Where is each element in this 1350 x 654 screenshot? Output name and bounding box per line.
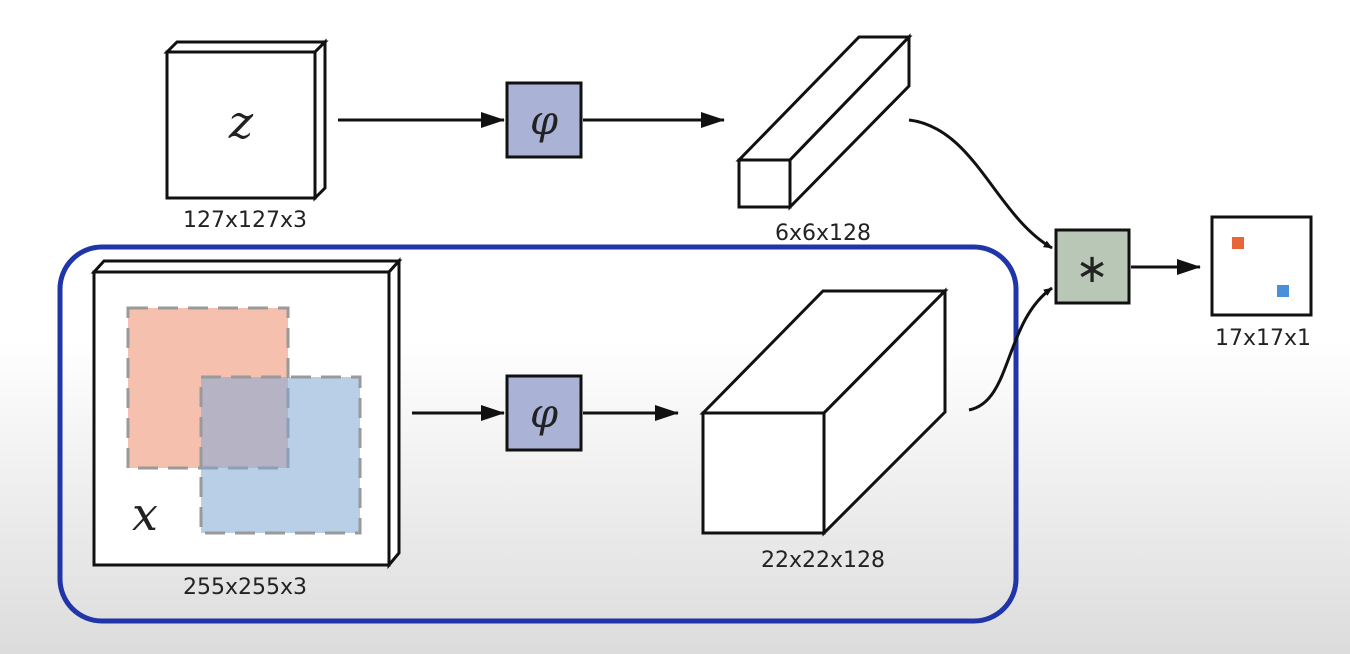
exemplar-feature-map: [735, 33, 913, 211]
exemplar-dims: 127x127x3: [183, 208, 307, 233]
exemplar-symbol: z: [228, 95, 254, 149]
candidate-region-blue: [199, 375, 362, 535]
curve-exemplar-to-correlation: [908, 118, 1053, 250]
correlation-symbol: ∗: [1075, 246, 1109, 292]
search-symbol: x: [132, 487, 158, 541]
embedding-op-bottom: φ: [505, 374, 583, 452]
search-dims: 255x255x3: [183, 575, 307, 600]
search-feature-map: [699, 287, 949, 537]
score-point-red: [1232, 237, 1244, 249]
score-map-dims: 17x17x1: [1215, 326, 1311, 351]
exemplar-features-dims: 6x6x128: [775, 221, 871, 246]
embedding-symbol-bottom: φ: [530, 391, 558, 437]
curve-search-to-correlation: [968, 286, 1053, 412]
embedding-op-top: φ: [505, 81, 583, 159]
embedding-symbol-top: φ: [530, 98, 558, 144]
search-image: x: [90, 257, 403, 570]
search-branch-highlight: [57, 244, 1019, 624]
search-features-dims: 22x22x128: [761, 548, 885, 573]
exemplar-image: z: [163, 38, 329, 202]
score-map: [1210, 215, 1313, 317]
score-point-blue: [1277, 285, 1289, 297]
correlation-op: ∗: [1054, 228, 1131, 305]
